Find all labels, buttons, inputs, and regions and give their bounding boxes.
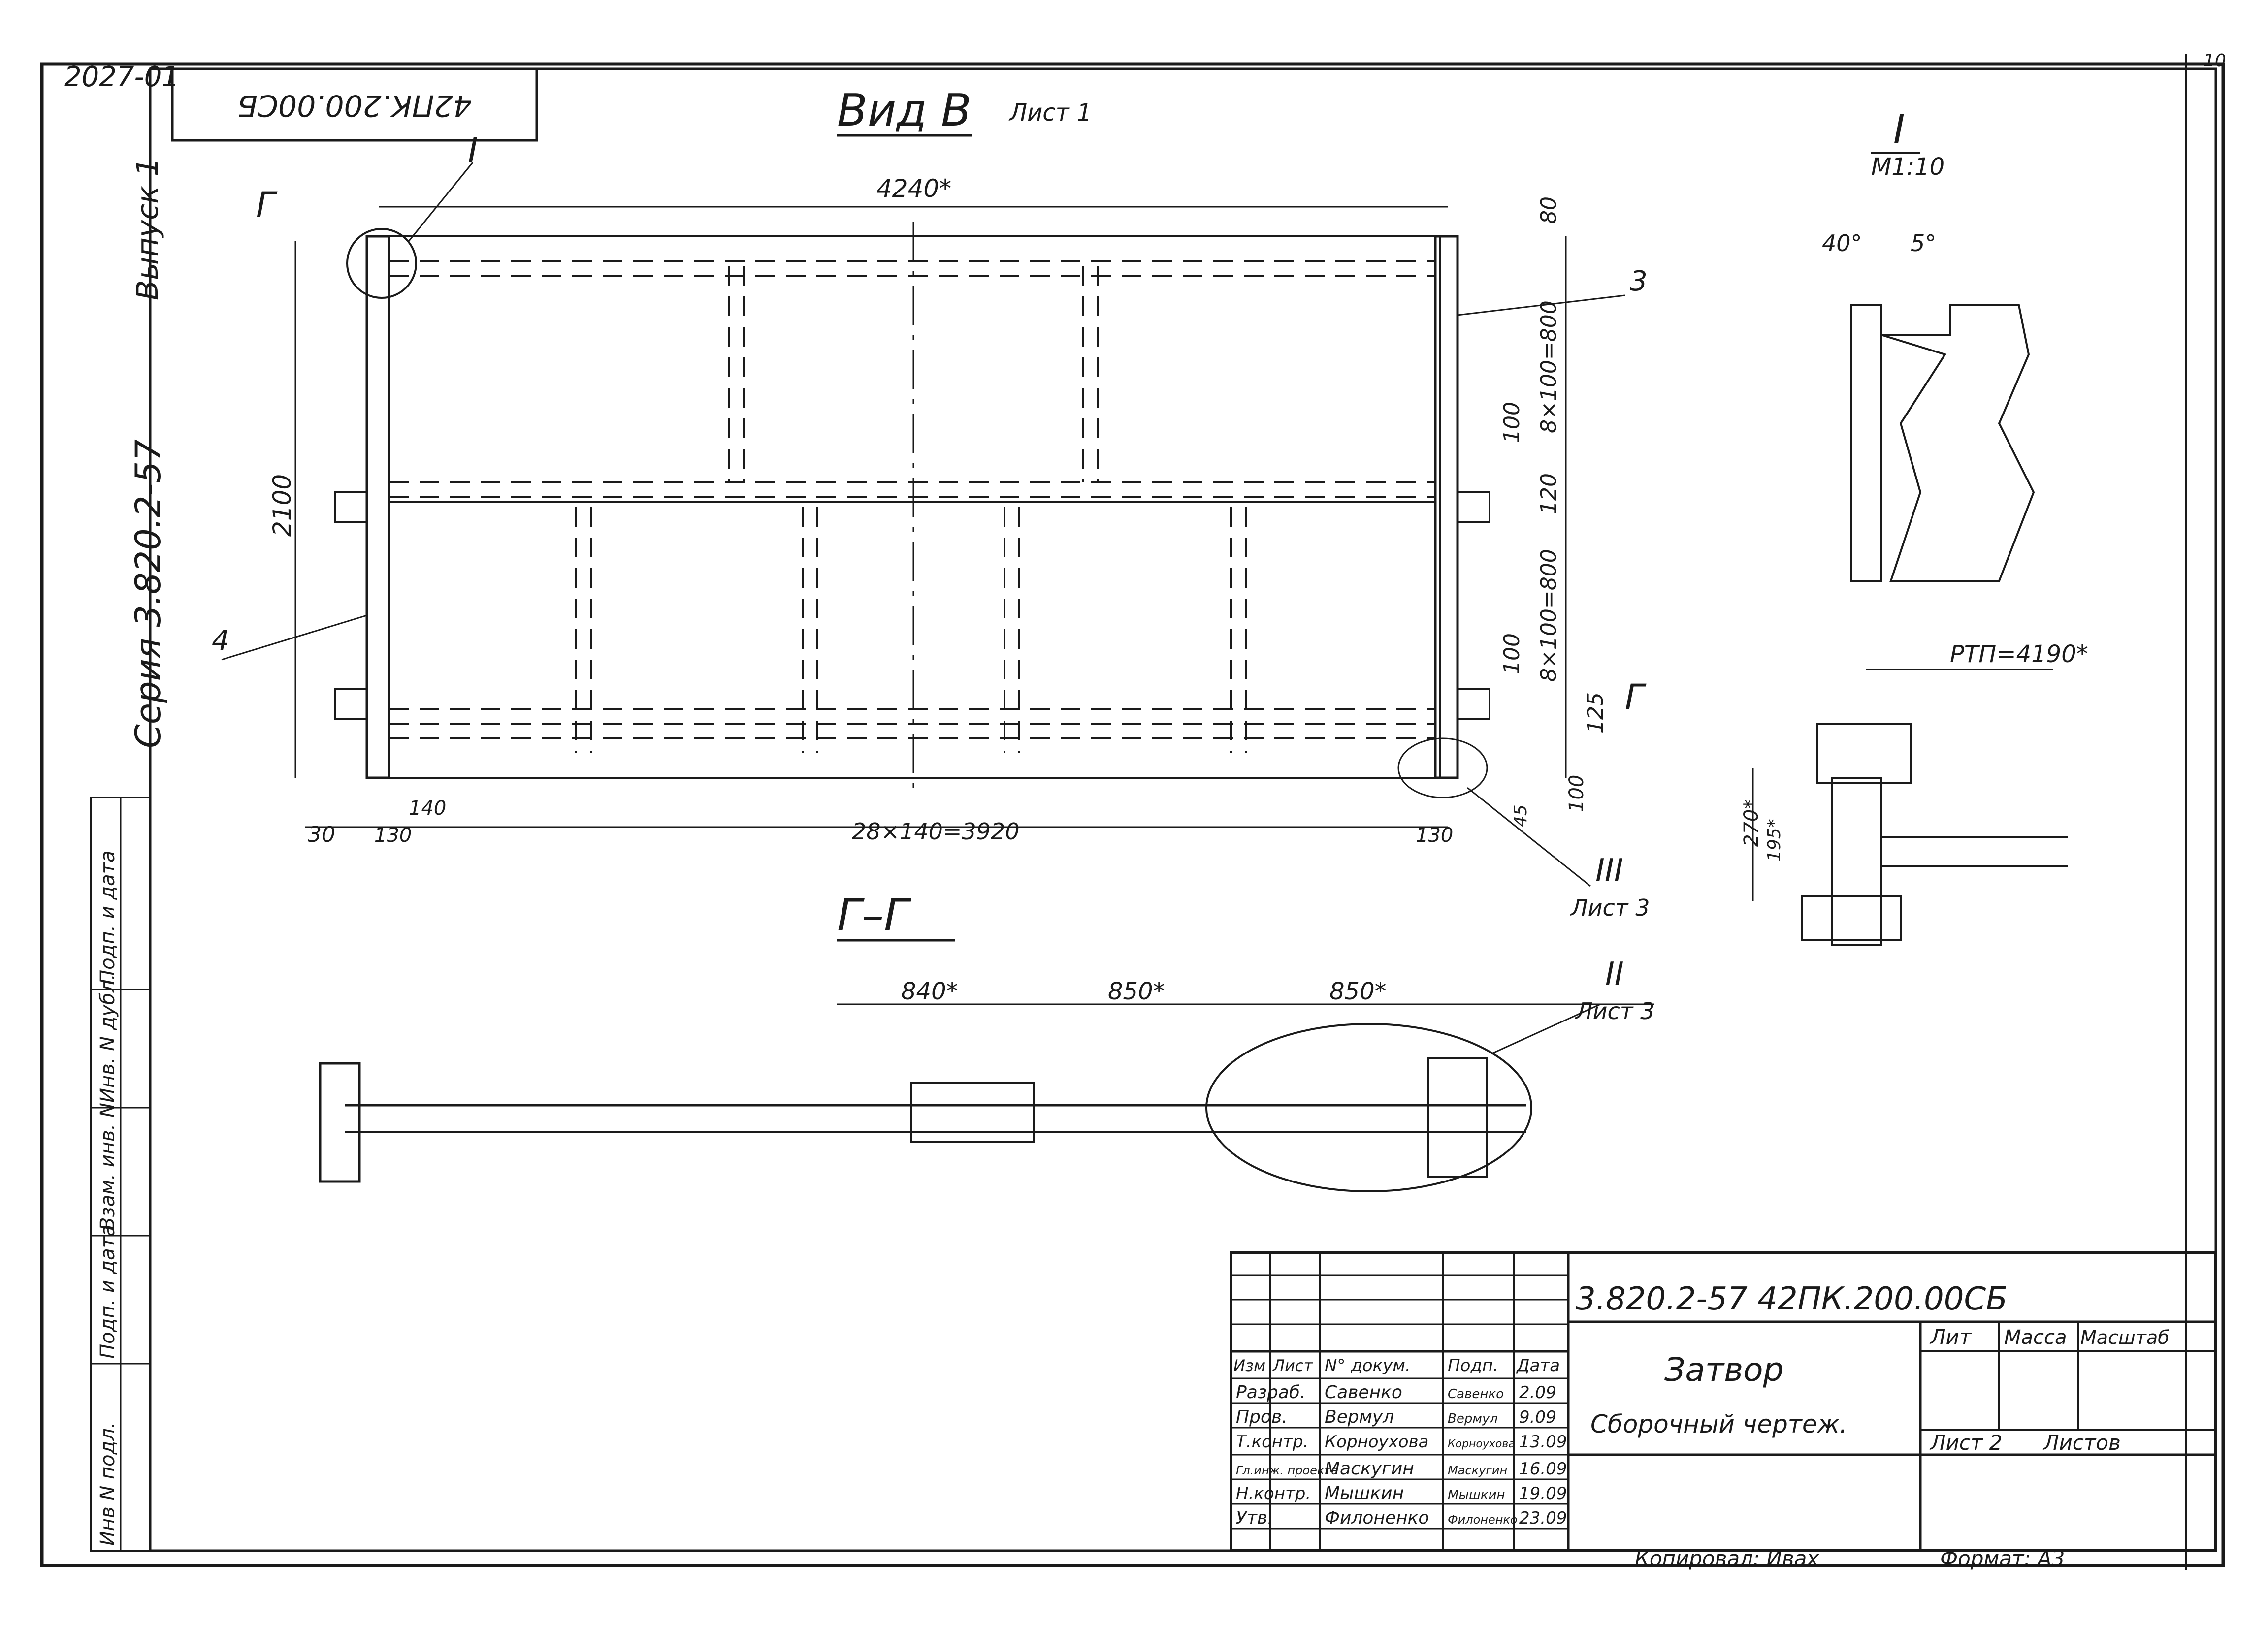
detail-section-dim-2: 195* — [1764, 819, 1784, 862]
view-b-sheet-ref: Лист 1 — [1008, 99, 1092, 127]
tb-header-sign: Подп. — [1448, 1356, 1498, 1375]
tb-row-5-name: Мышкин — [1325, 1483, 1404, 1503]
dim-lower-pitch: 8×100=800 — [1536, 549, 1561, 682]
tb-row-6-name: Филоненко — [1325, 1508, 1429, 1528]
section-gg-title: Г–Г — [837, 890, 912, 941]
side-cell-3: Взам. инв. N — [97, 1103, 119, 1231]
callout-item-3: 3 — [1630, 265, 1648, 297]
section-dim-3: 850* — [1329, 978, 1387, 1005]
detail-section-dim-1: 270* — [1740, 799, 1763, 847]
tb-row-5-date: 19.09 — [1519, 1484, 1567, 1503]
side-cell-2: Подп. и дата — [97, 1225, 119, 1359]
tb-sheets-label: Листов — [2042, 1431, 2121, 1455]
tb-row-1-role: Разраб. — [1236, 1382, 1305, 1403]
tb-row-5-sign: Мышкин — [1448, 1488, 1505, 1502]
dim-overall-width: 4240* — [876, 174, 951, 203]
view-b-title: Вид В — [837, 85, 972, 136]
dim-mid-gap: 120 — [1536, 473, 1561, 514]
detail-section — [1752, 669, 2068, 946]
tb-row-4-sign: Маскугин — [1448, 1464, 1507, 1477]
dim-bottom-45: 45 — [1511, 804, 1531, 827]
tb-row-3-sign: Корноухова — [1448, 1438, 1515, 1450]
tb-row-1-date: 2.09 — [1519, 1383, 1556, 1403]
section-mark-left: Г — [256, 185, 278, 225]
tb-header-doc: N° докум. — [1325, 1356, 1411, 1375]
dim-overall-height: 2100 — [268, 474, 296, 537]
tb-row-4-role: Гл.инж. проекта — [1236, 1464, 1338, 1477]
tb-header-list: Лист — [1272, 1356, 1313, 1375]
corner-code: 2027-01 — [64, 61, 179, 93]
section-callout-ii-sheet: Лист 3 — [1575, 998, 1654, 1024]
tb-scale-label: Масштаб — [2080, 1327, 2170, 1348]
tb-row-2-sign: Вермул — [1448, 1411, 1498, 1426]
detail-i-scale: М1:10 — [1871, 153, 1944, 181]
callout-detail-i: I — [468, 130, 478, 171]
tb-row-2-date: 9.09 — [1519, 1407, 1556, 1427]
section-gg — [319, 939, 1654, 1192]
detail-i-angle-2: 5° — [1911, 230, 1936, 256]
tb-lit-label: Лит — [1929, 1325, 1972, 1349]
side-cell-5: Подп. и дата — [97, 851, 119, 985]
callout-detail-iii-sheet: Лист 3 — [1570, 894, 1650, 921]
tb-subtitle: Сборочный чертеж. — [1590, 1410, 1847, 1438]
format-label: Формат: А3 — [1940, 1546, 2065, 1570]
detail-section-label: РТП=4190* — [1950, 640, 2088, 668]
view-b: Вид В Лист 1 — [221, 85, 1625, 887]
dim-bottom-edge: 100 — [1565, 775, 1588, 812]
dim-bottom-pitch: 28×140=3920 — [852, 818, 1020, 845]
side-cell-4: Инв. N дубл. — [97, 974, 119, 1103]
section-dim-2: 850* — [1108, 978, 1165, 1005]
tb-sheet-label: Лист 2 — [1929, 1431, 2003, 1455]
detail-i-angle-1: 40° — [1822, 230, 1862, 256]
tb-row-3-name: Корноухова — [1325, 1432, 1428, 1452]
side-cell-1: Инв N подл. — [97, 1422, 119, 1546]
detail-i-title: I — [1893, 106, 1905, 152]
dim-left-130: 130 — [374, 824, 412, 847]
dim-right-130: 130 — [1416, 824, 1453, 847]
detail-i — [1850, 152, 2035, 582]
tb-row-5-role: Н.контр. — [1236, 1484, 1311, 1503]
sheet-frame — [40, 54, 2225, 1570]
title-block — [1230, 1251, 2217, 1552]
dim-left-140: 140 — [409, 797, 446, 820]
side-strip — [90, 797, 151, 1552]
dim-bottom-gap: 125 — [1583, 692, 1608, 734]
page-number: 10 — [2203, 51, 2226, 71]
tb-row-4-name: Маскугин — [1325, 1459, 1414, 1479]
section-mark-right: Г — [1625, 677, 1647, 717]
rotated-stamp: 42ПК.200.00СБ — [171, 67, 538, 142]
copied-by: Копировал: Ивах — [1635, 1546, 1819, 1570]
tb-row-1-sign: Савенко — [1448, 1387, 1504, 1402]
tb-name: Затвор — [1664, 1351, 1783, 1389]
tb-header-date: Дата — [1516, 1356, 1560, 1375]
dim-left-30: 30 — [308, 822, 335, 847]
tb-row-1-name: Савенко — [1325, 1382, 1402, 1403]
issue-label: Выпуск 1 — [130, 158, 165, 300]
tb-doc-code: 3.820.2-57 42ПК.200.00СБ — [1576, 1281, 2008, 1317]
dim-lower-small: 100 — [1499, 633, 1524, 674]
section-dim-1: 840* — [901, 978, 958, 1005]
series-label: Серия 3.820.2-57 — [128, 439, 168, 748]
tb-row-6-date: 23.09 — [1519, 1508, 1567, 1528]
callout-detail-iii: III — [1595, 853, 1623, 889]
tb-header-izm: Изм — [1233, 1356, 1265, 1375]
callout-item-4: 4 — [212, 625, 229, 657]
tb-row-4-date: 16.09 — [1519, 1459, 1567, 1479]
tb-row-2-name: Вермул — [1325, 1407, 1394, 1427]
tb-row-2-role: Пров. — [1236, 1407, 1288, 1427]
tb-row-3-role: Т.контр. — [1236, 1432, 1308, 1452]
tb-row-3-date: 13.09 — [1519, 1432, 1567, 1452]
tb-mass-label: Масса — [2004, 1326, 2067, 1349]
tb-row-6-sign: Филоненко — [1448, 1513, 1518, 1527]
tb-row-6-role: Утв. — [1236, 1508, 1273, 1528]
dim-upper-pitch: 8×100=800 — [1536, 300, 1561, 433]
rotated-stamp-code: 42ПК.200.00СБ — [237, 88, 472, 123]
dim-top-gap: 80 — [1536, 196, 1561, 224]
section-callout-ii: II — [1605, 956, 1624, 992]
dim-upper-small: 100 — [1499, 402, 1524, 443]
